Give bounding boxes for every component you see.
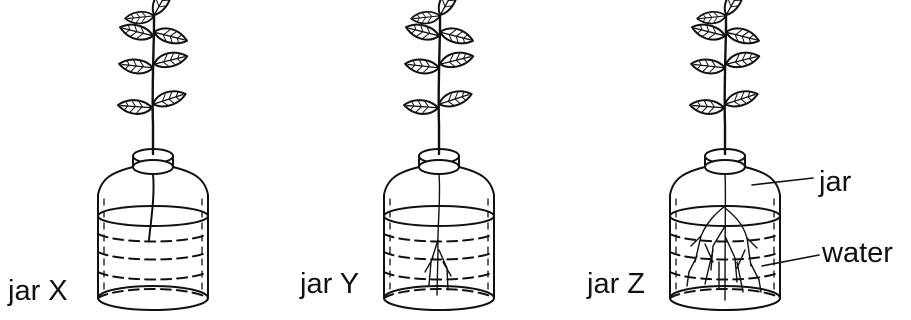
plant-cutting-x	[117, 0, 189, 154]
plant-cutting-z	[689, 0, 761, 154]
label-jar-z: jar Z	[587, 268, 645, 300]
jar-y-setup	[383, 0, 495, 311]
jar-pointer-line	[751, 177, 814, 186]
water-pointer-line	[761, 254, 820, 267]
label-water: water	[822, 237, 893, 269]
plant-cutting-y	[403, 0, 475, 154]
roots-y	[424, 173, 452, 296]
label-jar: jar	[819, 166, 852, 198]
label-jar-x: jar X	[8, 275, 68, 307]
jar-x-setup	[97, 0, 209, 311]
label-jar-y: jar Y	[300, 268, 360, 300]
roots-z	[686, 173, 762, 301]
jar-z-setup	[669, 0, 820, 311]
